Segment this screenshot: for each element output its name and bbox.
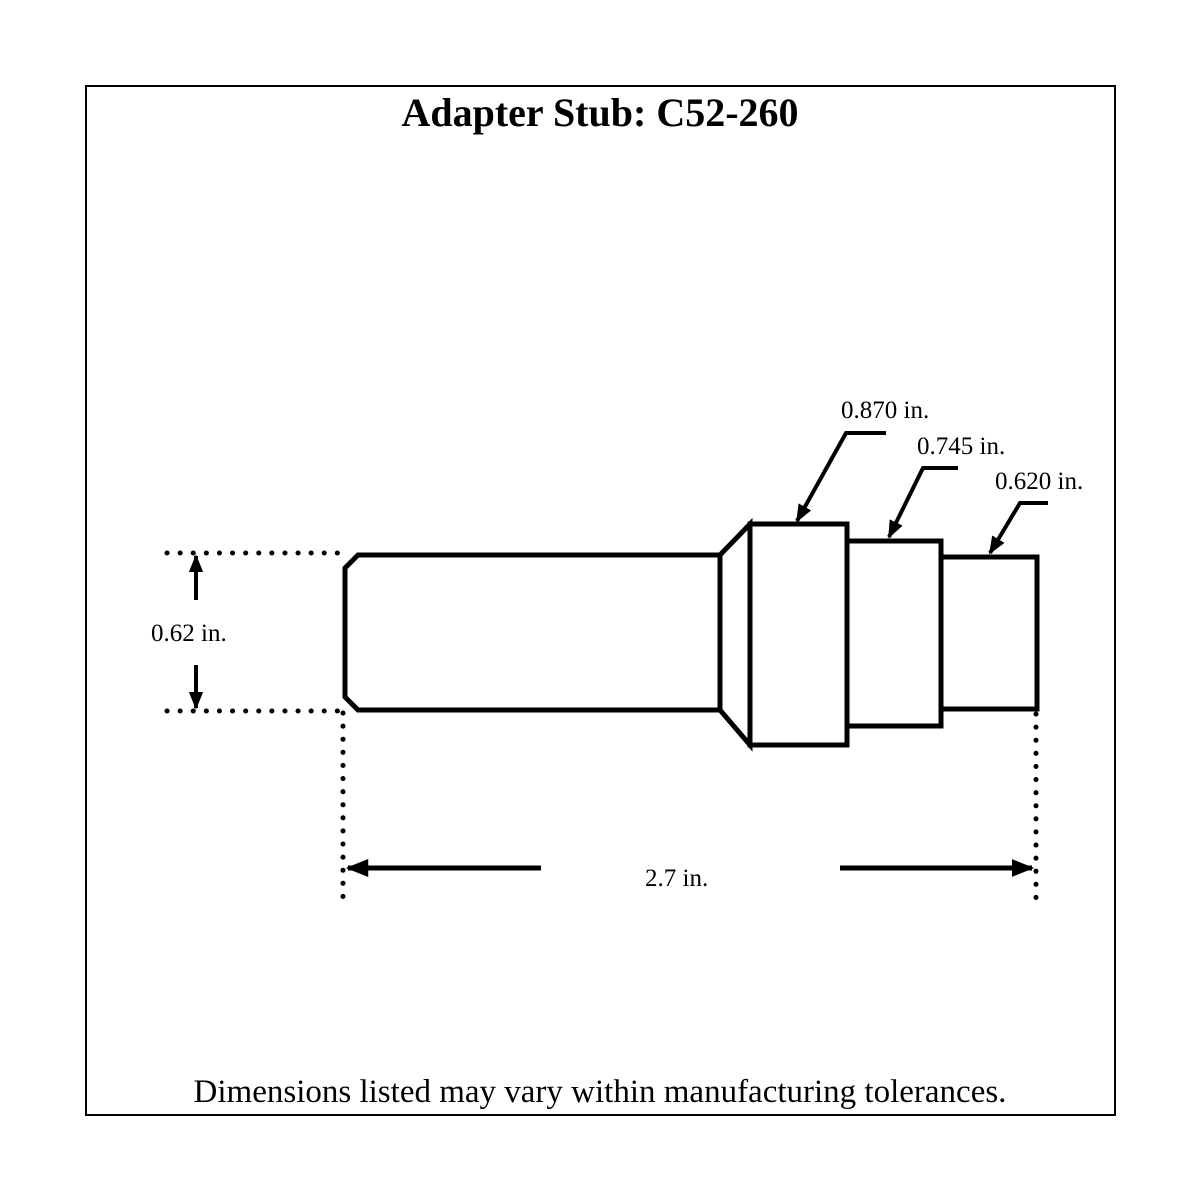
label-diameter-large: 0.870 in. <box>841 397 930 424</box>
stub-small <box>938 554 1040 712</box>
leader-lines <box>795 431 1048 555</box>
tolerance-note: Dimensions listed may vary within manufa… <box>193 1074 1007 1110</box>
shank-body <box>342 552 723 713</box>
drawing-frame <box>85 85 1116 1116</box>
collar-large <box>747 521 850 748</box>
leader-0870 <box>795 431 886 523</box>
taper-section <box>718 517 753 752</box>
label-overall-length: 2.7 in. <box>645 865 709 892</box>
collar-medium <box>844 538 944 729</box>
extension-lines <box>164 550 1039 903</box>
leader-0745 <box>887 466 958 539</box>
label-diameter-medium: 0.745 in. <box>917 433 1006 460</box>
label-shank-diameter: 0.62 in. <box>151 620 227 647</box>
leader-0620 <box>988 501 1048 555</box>
page-title: Adapter Stub: C52-260 <box>401 90 799 135</box>
label-diameter-small: 0.620 in. <box>995 468 1084 495</box>
part-outline <box>342 517 1040 752</box>
